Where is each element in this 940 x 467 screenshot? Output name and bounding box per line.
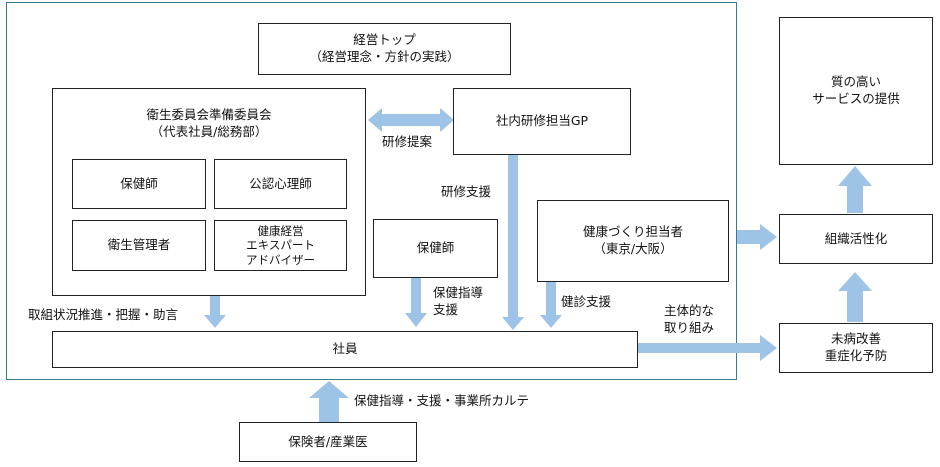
organization-frame bbox=[6, 2, 737, 380]
quality-service-label: 質の高い サービスの提供 bbox=[812, 74, 900, 106]
health-promotion-label: 健康づくり担当者 （東京/大阪） bbox=[582, 224, 683, 256]
arrow-insurer-support bbox=[309, 381, 349, 422]
arrow-proactive bbox=[637, 335, 777, 361]
arrow-checkup-support bbox=[540, 282, 562, 328]
committee-health-advisor-box: 健康経営 エキスパート アドバイザー bbox=[214, 220, 347, 271]
committee-health-manager-label: 衛生管理者 bbox=[107, 237, 171, 253]
training-gp-box: 社内研修担当GP bbox=[453, 88, 631, 155]
insurer-label: 保険者/産業医 bbox=[288, 433, 368, 449]
prevention-box: 未病改善 重症化予防 bbox=[779, 323, 933, 373]
training-support-label: 研修支援 bbox=[441, 184, 492, 199]
arrow-committee-training-gp bbox=[368, 108, 454, 132]
top-management-box: 経営トップ （経営理念・方針の実践） bbox=[258, 23, 511, 75]
proactive-label: 主体的な 取り組み bbox=[664, 303, 715, 335]
arrow-initiative-support bbox=[204, 296, 226, 328]
arrow-prevention-up bbox=[838, 272, 872, 322]
committee-health-manager-box: 衛生管理者 bbox=[72, 220, 206, 271]
initiative-support-label: 取組状況推進・把握・助言 bbox=[28, 307, 179, 322]
health-guidance-support-label: 保健指導 支援 bbox=[433, 285, 484, 317]
insurer-box: 保険者/産業医 bbox=[239, 422, 417, 462]
training-proposal-label: 研修提案 bbox=[382, 134, 433, 149]
public-health-nurse-label: 保健師 bbox=[416, 240, 455, 256]
training-gp-label: 社内研修担当GP bbox=[495, 113, 589, 129]
org-activation-label: 組織活性化 bbox=[824, 230, 888, 246]
checkup-support-label: 健診支援 bbox=[561, 294, 612, 309]
committee-psychologist-box: 公認心理師 bbox=[214, 159, 347, 209]
committee-public-health-nurse-box: 保健師 bbox=[72, 159, 206, 209]
employees-box: 社員 bbox=[52, 331, 638, 368]
committee-label: 衛生委員会準備委員会 （代表社員/総務部） bbox=[146, 107, 272, 139]
arrow-org-activation-up bbox=[838, 166, 872, 213]
committee-psychologist-label: 公認心理師 bbox=[249, 175, 312, 191]
employees-label: 社員 bbox=[332, 341, 358, 357]
top-management-label: 経営トップ （経営理念・方針の実践） bbox=[309, 32, 460, 64]
arrow-training-support bbox=[502, 155, 524, 330]
public-health-nurse-box: 保健師 bbox=[373, 219, 498, 278]
arrow-to-org-activation bbox=[737, 224, 777, 250]
org-activation-box: 組織活性化 bbox=[779, 214, 933, 264]
insurer-support-label: 保健指導・支援・事業所カルテ bbox=[354, 393, 530, 408]
prevention-label: 未病改善 重症化予防 bbox=[824, 331, 888, 363]
health-promotion-box: 健康づくり担当者 （東京/大阪） bbox=[537, 200, 729, 282]
committee-public-health-nurse-label: 保健師 bbox=[120, 175, 158, 191]
quality-service-box: 質の高い サービスの提供 bbox=[779, 17, 933, 165]
arrow-health-guidance bbox=[405, 278, 427, 327]
committee-health-advisor-label: 健康経営 エキスパート アドバイザー bbox=[246, 223, 315, 267]
